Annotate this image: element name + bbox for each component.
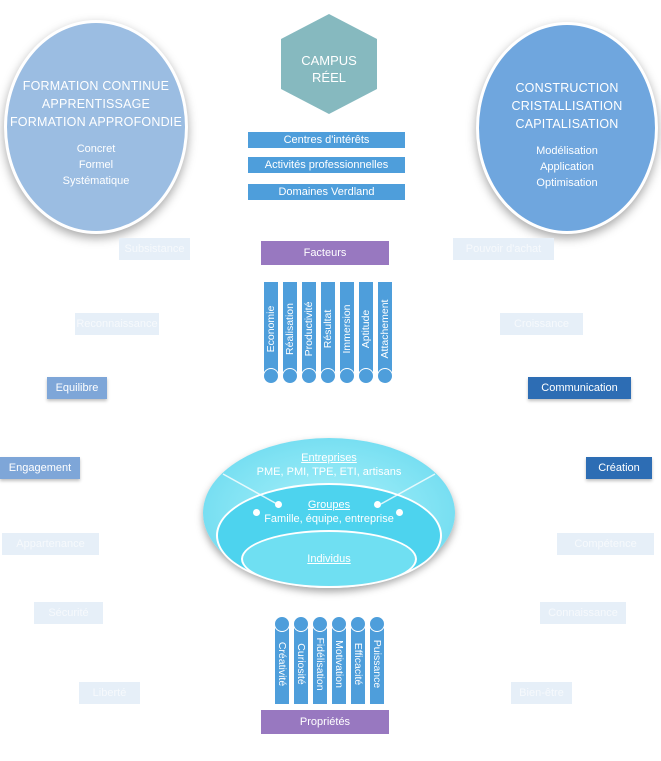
propriete-bar: Puissance xyxy=(370,624,384,704)
propriete-bar-label: Curiosité xyxy=(295,643,307,685)
left-circle: FORMATION CONTINUE APPRENTISSAGE FORMATI… xyxy=(4,20,188,234)
facteur-knob xyxy=(282,368,298,384)
right-sub-3: Optimisation xyxy=(536,177,598,189)
propriete-knob xyxy=(274,616,290,632)
left-circle-headings: FORMATION CONTINUE APPRENTISSAGE FORMATI… xyxy=(10,77,182,131)
right-sub-2: Application xyxy=(540,161,594,173)
propriete-bar-label: Motivation xyxy=(333,640,345,688)
ellipse-dot-left-small xyxy=(253,509,260,516)
left-side-label: Subsistance xyxy=(119,238,190,260)
facteur-bar: Productivité xyxy=(302,282,316,376)
propriete-bar: Curiosité xyxy=(294,624,308,704)
facteur-knob xyxy=(377,368,393,384)
propriete-bar-label: Créativité xyxy=(276,641,288,687)
propriete-bar: Créativité xyxy=(275,624,289,704)
facteur-bar: Immersion xyxy=(340,282,354,376)
label-domaines-verdland: Domaines Verdland xyxy=(248,184,405,200)
right-sub-1: Modélisation xyxy=(536,145,598,157)
propriete-bar: Efficacité xyxy=(351,624,365,704)
left-side-label: Liberté xyxy=(79,682,140,704)
facteur-bar-label: Economie xyxy=(265,305,277,353)
propriete-bar-label: Puissance xyxy=(371,639,383,689)
ellipse-entreprises-sub: PME, PMI, TPE, ETI, artisans xyxy=(256,466,402,478)
ellipse-dot-left xyxy=(275,501,282,508)
left-heading-3: FORMATION APPROFONDIE xyxy=(9,115,183,129)
label-centres-interets: Centres d'intérêts xyxy=(248,132,405,148)
facteur-bar-label: Aptitude xyxy=(360,309,372,349)
facteur-bar-label: Productivité xyxy=(303,301,315,357)
facteur-bar: Economie xyxy=(264,282,278,376)
ellipse-individus-title: Individus xyxy=(307,553,351,565)
right-side-label: Bien-être xyxy=(511,682,572,704)
propriete-bar-label: Fidélisation xyxy=(314,637,326,691)
facteur-bar-label: Immersion xyxy=(341,304,353,354)
campus-hexagon: CAMPUS RÉEL xyxy=(281,14,377,114)
left-sub-1: Concret xyxy=(76,143,116,155)
left-side-label: Equilibre xyxy=(47,377,107,399)
facteur-bar: Aptitude xyxy=(359,282,373,376)
facteur-bar-label: Résultat xyxy=(322,309,334,349)
facteurs-label: Facteurs xyxy=(261,241,389,265)
ellipse-rays xyxy=(222,473,436,505)
right-side-label: Pouvoir d'achat xyxy=(453,238,554,260)
propriete-knob xyxy=(331,616,347,632)
ellipse-entreprises-title: Entreprises xyxy=(301,452,357,464)
propriete-knob xyxy=(293,616,309,632)
right-heading-1: CONSTRUCTION xyxy=(515,81,619,95)
right-side-label: Création xyxy=(586,457,652,479)
right-circle-headings: CONSTRUCTION CRISTALLISATION CAPITALISAT… xyxy=(512,79,623,133)
left-heading-2: APPRENTISSAGE xyxy=(41,97,151,111)
left-circle-subs: Concret Formel Systématique xyxy=(63,141,130,189)
left-heading-1: FORMATION CONTINUE xyxy=(22,79,170,93)
propriete-knob xyxy=(350,616,366,632)
facteur-bar-label: Attachement xyxy=(379,299,391,359)
ellipse-individus xyxy=(241,530,417,588)
right-side-label: Communication xyxy=(528,377,631,399)
left-side-label: Appartenance xyxy=(2,533,99,555)
facteur-bar: Attachement xyxy=(378,282,392,376)
facteur-knob xyxy=(320,368,336,384)
right-circle: CONSTRUCTION CRISTALLISATION CAPITALISAT… xyxy=(476,22,658,234)
facteur-bar: Réalisation xyxy=(283,282,297,376)
facteur-bar: Résultat xyxy=(321,282,335,376)
proprietes-label: Propriétés xyxy=(261,710,389,734)
propriete-bar: Motivation xyxy=(332,624,346,704)
ellipse-dot-right-small xyxy=(396,509,403,516)
hexagon-line-2: RÉEL xyxy=(312,70,346,85)
ellipse-dot-right xyxy=(374,501,381,508)
hexagon-line-1: CAMPUS xyxy=(301,53,357,68)
propriete-knob xyxy=(312,616,328,632)
left-sub-3: Systématique xyxy=(62,175,130,187)
left-sub-2: Formel xyxy=(78,159,114,171)
facteur-bar-label: Réalisation xyxy=(284,303,296,355)
ellipse-groupes-sub: Famille, équipe, entreprise xyxy=(264,513,394,525)
ellipse-groupes-title: Groupes xyxy=(307,499,351,511)
right-circle-subs: Modélisation Application Optimisation xyxy=(536,143,598,191)
facteur-knob xyxy=(263,368,279,384)
facteur-knob xyxy=(301,368,317,384)
right-heading-2: CRISTALLISATION xyxy=(511,99,623,113)
right-side-label: Croissance xyxy=(500,313,583,335)
facteur-knob xyxy=(358,368,374,384)
propriete-bar: Fidélisation xyxy=(313,624,327,704)
label-activites-professionnelles: Activités professionnelles xyxy=(248,157,405,173)
right-side-label: Compétence xyxy=(557,533,654,555)
facteur-knob xyxy=(339,368,355,384)
right-heading-3: CAPITALISATION xyxy=(515,117,619,131)
propriete-bar-label: Efficacité xyxy=(352,642,364,686)
left-side-label: Reconnaissance xyxy=(75,313,159,335)
left-side-label: Engagement xyxy=(0,457,80,479)
right-side-label: Connaissance xyxy=(540,602,626,624)
left-side-label: Sécurité xyxy=(34,602,103,624)
propriete-knob xyxy=(369,616,385,632)
